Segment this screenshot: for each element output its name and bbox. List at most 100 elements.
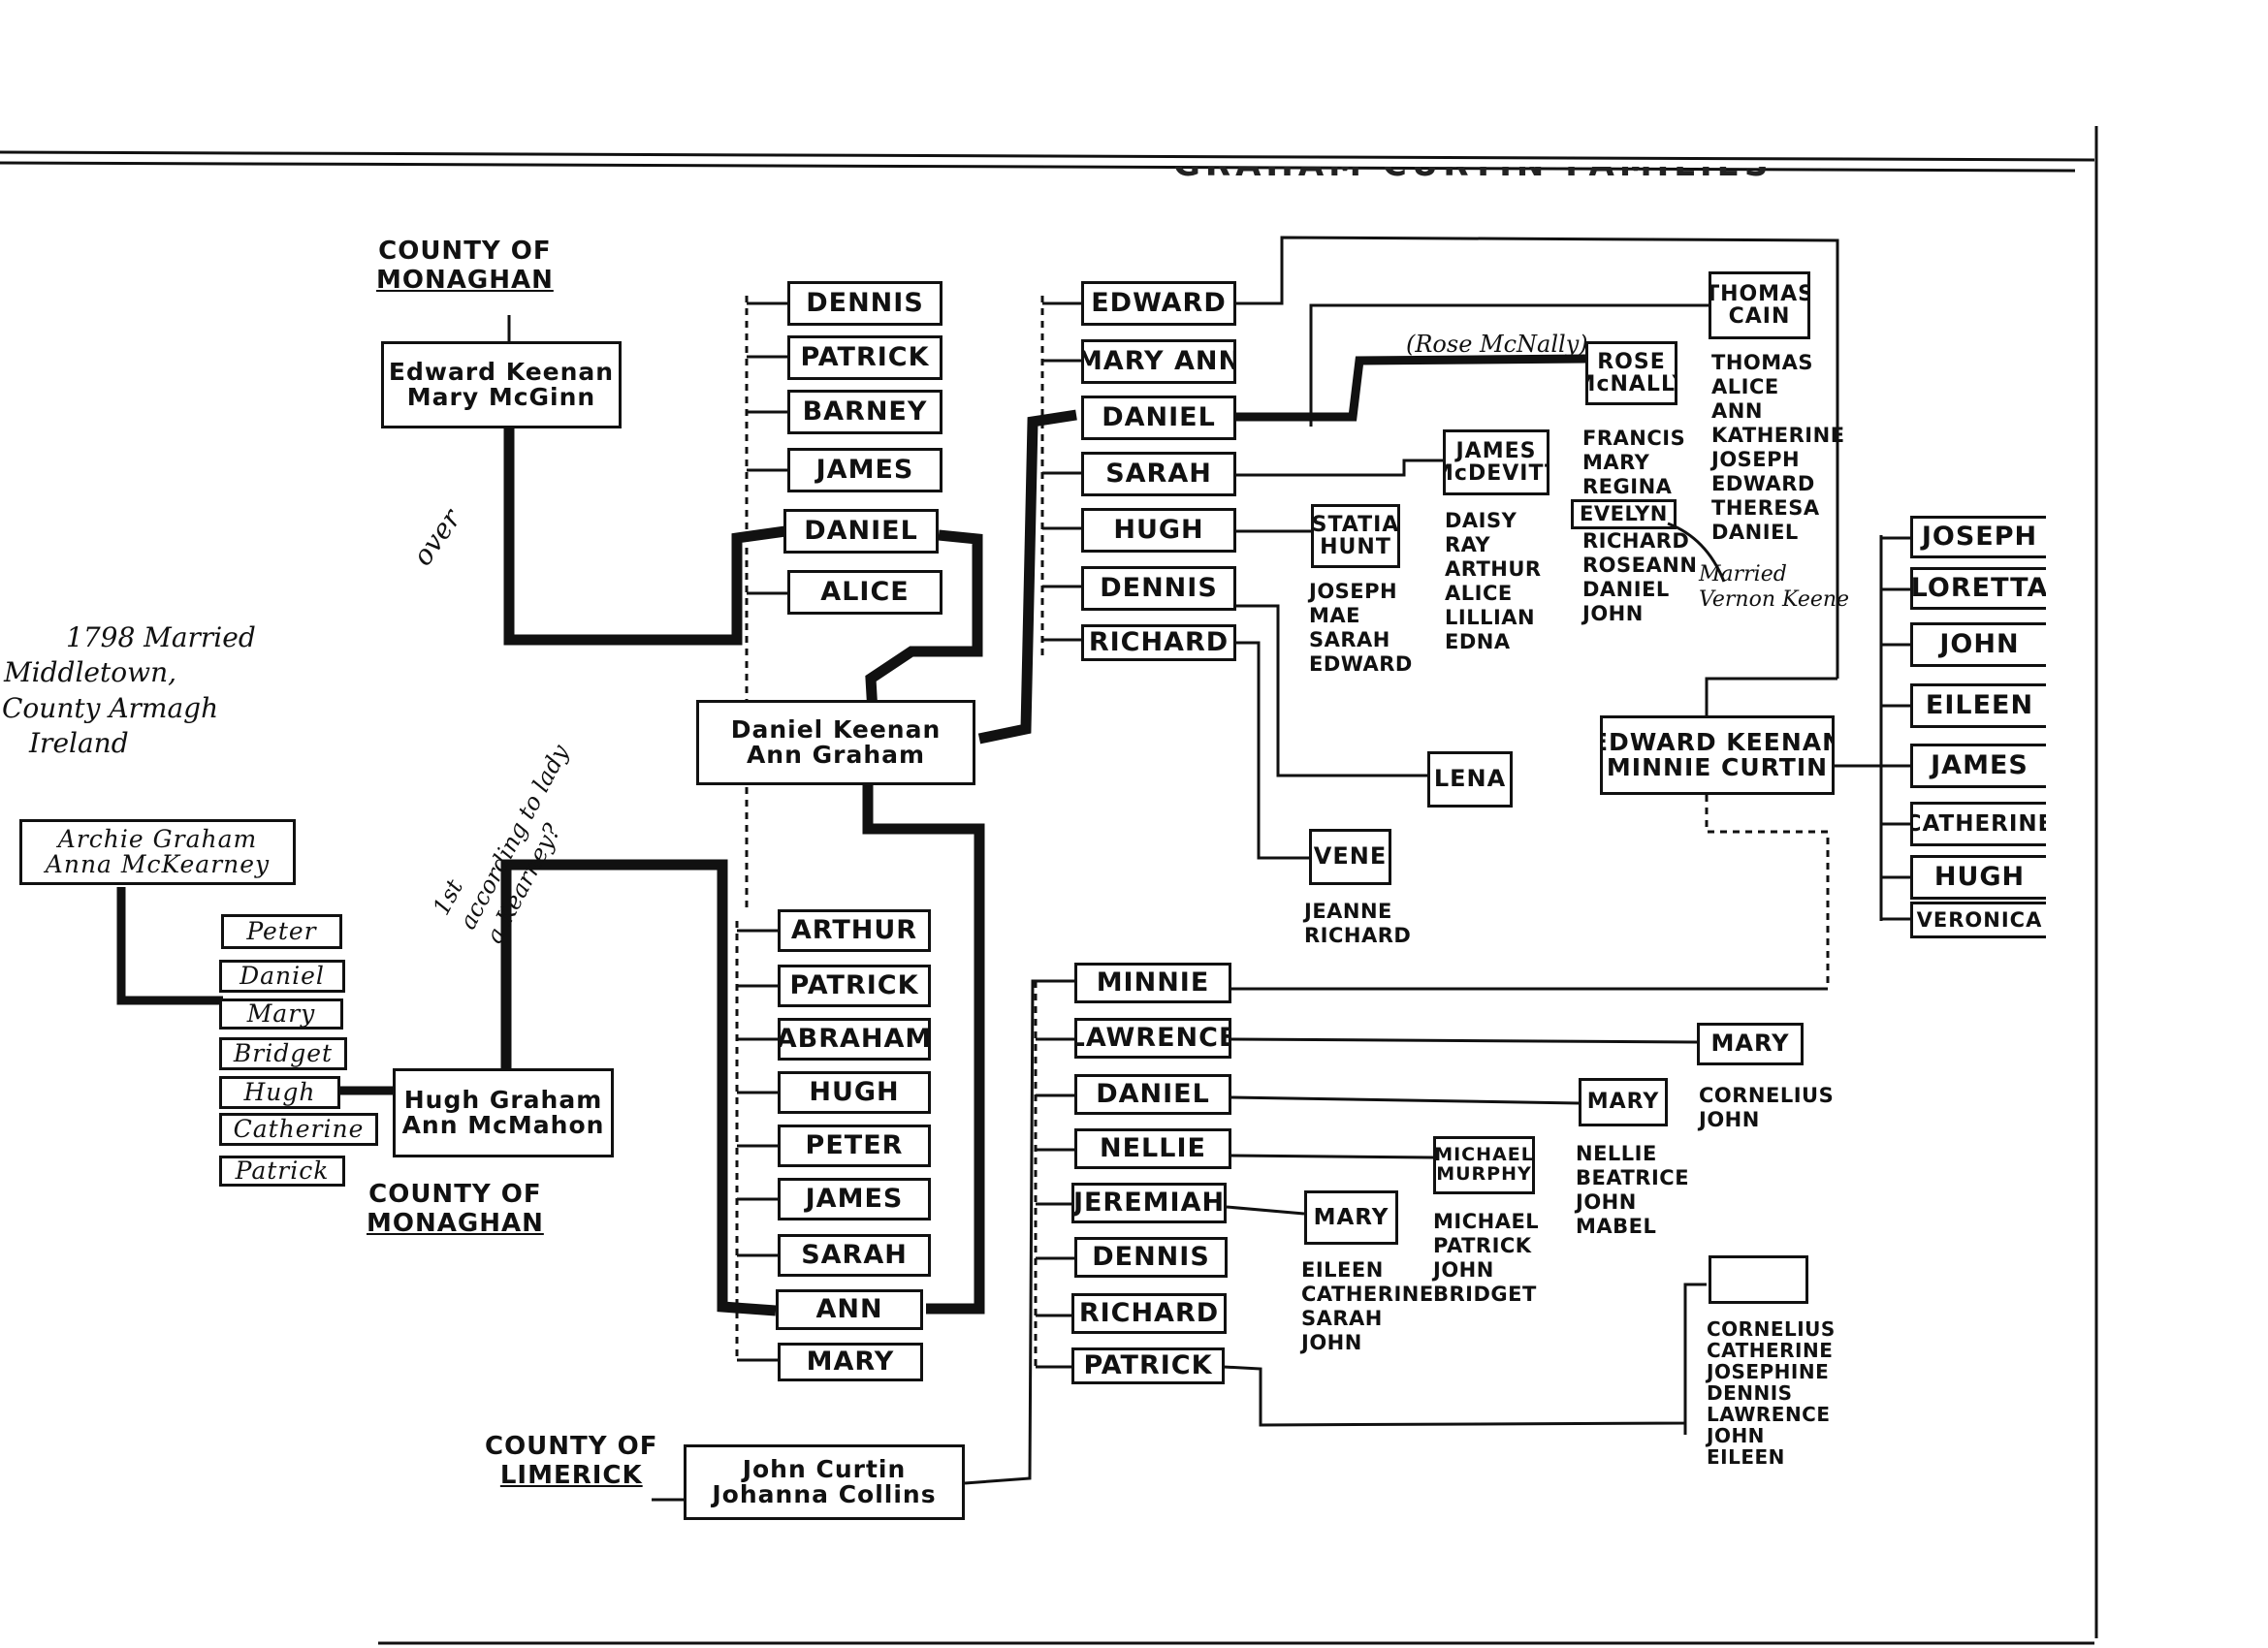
keenan-elder-child-box: ALICE (787, 570, 942, 615)
origin-line: COUNTY OF (378, 237, 552, 266)
statia-hunt-box: STATIA HUNT (1311, 504, 1400, 568)
note-line: Married (1699, 562, 1787, 586)
grandchild-name: EDNA (1445, 630, 1511, 653)
wife-name: Mary McGinn (406, 383, 596, 411)
final-child-box: LORETTA (1910, 567, 2046, 610)
husband-name: Daniel Keenan (730, 714, 942, 744)
keenan-elder-descent (503, 427, 786, 646)
grandchild-name: EDWARD (1309, 652, 1413, 676)
michael-murphy-box: MICHAEL MURPHY (1433, 1136, 1535, 1194)
lawrence-children: CORNELIUS JOHN (1699, 1084, 1834, 1132)
center-child-box: MARY ANN (1081, 339, 1236, 384)
grandchild-name: JOSEPHINE (1707, 1360, 1830, 1383)
grandchild-name: MABEL (1576, 1215, 1657, 1238)
hugh-graham-child-box: ABRAHAM (778, 1018, 931, 1061)
curtin-child-box: LAWRENCE (1074, 1018, 1231, 1059)
minnie-to-edward (1705, 795, 1830, 989)
graham-elder-child-box: Mary (219, 998, 343, 1030)
origin-line: MONAGHAN (376, 265, 554, 295)
grandchild-name: RAY (1445, 533, 1491, 556)
final-child-box: HUGH (1910, 855, 2046, 900)
grandchild-name: DANIEL (1582, 578, 1670, 601)
final-child-box: JOHN (1910, 622, 2046, 667)
origin-line: LIMERICK (499, 1460, 643, 1490)
wife-name: Ann McMahon (401, 1111, 605, 1139)
curtin-elder-couple-box: John Curtin Johanna Collins (684, 1444, 965, 1520)
curtin-child-box: DANIEL (1074, 1074, 1231, 1115)
grandchild-name: THOMAS (1711, 351, 1814, 374)
jeremiah-children: EILEEN CATHERINE SARAH JOHN (1301, 1258, 1434, 1355)
hugh-graham-child-box: JAMES (778, 1178, 931, 1220)
spouse-name: JAMES (1455, 438, 1537, 463)
grandchild-name: JOHN (1301, 1331, 1362, 1354)
graham-elder-child-box: Peter (221, 914, 342, 949)
grandchild-name: JOSEPH (1711, 448, 1801, 471)
grandchild-name: MARY (1582, 451, 1650, 474)
grandchild-name: CATHERINE (1707, 1339, 1834, 1362)
center-child-box: EDWARD (1081, 281, 1236, 326)
note-line: Ireland (29, 727, 129, 760)
grandchild-name: CATHERINE (1301, 1283, 1434, 1306)
lawrence-spouse-box: MARY (1697, 1023, 1804, 1065)
hugh-graham-origin-label: COUNTY OF MONAGHAN (367, 1180, 544, 1239)
grandchild-name: ARTHUR (1445, 557, 1542, 581)
grandchild-name: EILEEN (1707, 1445, 1785, 1469)
grandchild-name: REGINA (1582, 475, 1673, 498)
keenan-elder-child-box: JAMES (787, 448, 942, 492)
spouse-name: McDEVITT (1446, 461, 1547, 486)
edward-top-link (1236, 236, 1839, 679)
grandchild-name: JOHN (1582, 602, 1644, 625)
grandchild-name: JEANNE (1304, 900, 1392, 923)
spouse-name: ROSE (1597, 349, 1666, 374)
grandchild-name: LILLIAN (1445, 606, 1536, 629)
hugh-graham-child-box: HUGH (778, 1071, 931, 1114)
grandchild-name: JOHN (1707, 1424, 1765, 1447)
final-child-box: JAMES (1910, 744, 2046, 788)
grandchild-name: EDWARD (1711, 472, 1815, 495)
grandchild-name: ALICE (1445, 582, 1513, 605)
curtin-elder-origin-label: COUNTY OF LIMERICK (485, 1432, 658, 1491)
graham-elder-child-box: Catherine (219, 1113, 378, 1146)
keenan-elder-child-box: DANIEL (783, 509, 939, 554)
jeremiah-spouse-box: MARY (1304, 1190, 1398, 1245)
vene-box: VENE (1309, 829, 1391, 885)
keenan-elder-couple-box: Edward Keenan Mary McGinn (381, 341, 622, 428)
hugh-graham-child-box: SARAH (778, 1234, 931, 1277)
hugh-graham-child-ticks (737, 929, 778, 1362)
grandchild-name: JOHN (1699, 1108, 1760, 1131)
richard-to-vene (1236, 641, 1309, 860)
grandchild-name: ALICE (1711, 375, 1779, 398)
grandchild-name: RICHARD (1582, 529, 1690, 553)
sarah-mcdevitt-children: DAISY RAY ARTHUR ALICE LILLIAN EDNA (1445, 509, 1542, 654)
grandchild-name: BEATRICE (1576, 1166, 1690, 1189)
grandchild-name: BRIDGET (1433, 1283, 1537, 1306)
grandchild-name: DENNIS (1707, 1381, 1793, 1405)
husband-name: Edward Keenan (388, 357, 615, 386)
spouse-name: MURPHY (1436, 1163, 1532, 1185)
daniel-curtin-children: NELLIE BEATRICE JOHN MABEL (1576, 1142, 1689, 1239)
center-couple-box: Daniel Keenan Ann Graham (696, 700, 975, 785)
spouse-name: THOMAS (1709, 281, 1810, 306)
grandchild-name: NELLIE (1576, 1142, 1657, 1165)
hugh-graham-child-box: PATRICK (778, 965, 931, 1007)
graham-elder-child-box: Patrick (219, 1156, 345, 1187)
grandchild-name: SARAH (1309, 628, 1390, 651)
note-line: 1798 Married (66, 621, 256, 653)
spouse-name: MICHAEL (1434, 1144, 1534, 1166)
edward-cain-children: THOMAS ALICE ANN KATHERINE JOSEPH EDWARD… (1711, 351, 1845, 545)
grandchild-name: SARAH (1301, 1307, 1383, 1330)
husband-name: Archie Graham (57, 824, 258, 853)
curtin-descent (964, 979, 1074, 1485)
patrick-spouse-box (1709, 1255, 1808, 1304)
curtin-child-box: PATRICK (1071, 1347, 1225, 1384)
hugh-graham-descent (500, 859, 777, 1316)
origin-line: COUNTY OF (485, 1432, 658, 1461)
final-couple-top-link (1705, 677, 1837, 717)
sarah-to-mcdevitt (1236, 459, 1443, 477)
grandchild-name: THERESA (1711, 496, 1820, 520)
grandchild-name: MICHAEL (1433, 1210, 1540, 1233)
edward-to-thomas-cain (1309, 303, 1709, 427)
hugh-graham-child-box: ANN (776, 1289, 923, 1330)
grandchild-name: FRANCIS (1582, 427, 1686, 450)
